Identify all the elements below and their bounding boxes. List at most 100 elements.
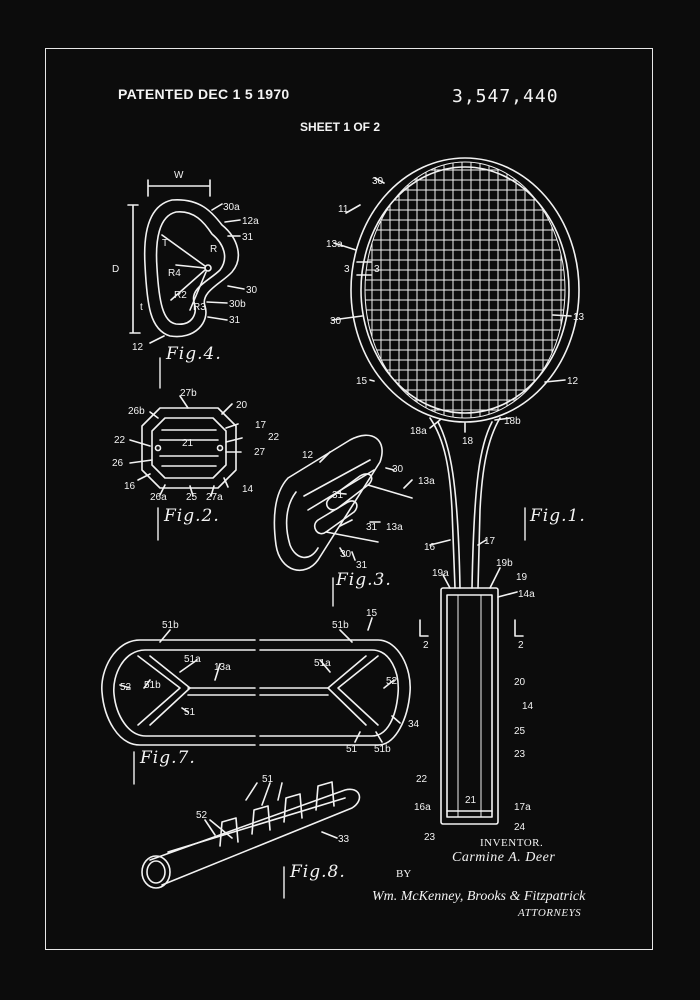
ref-fig1-16a: 16a — [414, 802, 431, 813]
ref-fig7-51b-b: 51b — [144, 680, 161, 691]
patent-number: 3,547,440 — [452, 86, 559, 107]
ref-fig7-51a-b: 51a — [314, 658, 331, 669]
ref-fig1-18: 18 — [462, 436, 474, 447]
fig3-body — [273, 434, 383, 571]
racket-strings — [365, 162, 565, 418]
fig8-strip — [141, 781, 361, 889]
ref-fig1-20: 20 — [514, 677, 526, 688]
ref-fig7-51b-d: 51b — [374, 744, 391, 755]
ref-fig2-17: 17 — [255, 420, 267, 431]
ref-fig3-30a: 30 — [392, 464, 404, 475]
ref-fig2-20: 20 — [236, 400, 248, 411]
ref-fig2-21: 21 — [182, 438, 194, 449]
racket-handle — [440, 587, 499, 825]
ref-fig4-t: t — [140, 302, 143, 313]
ref-fig1-25: 25 — [514, 726, 526, 737]
ref-fig3-30b: 30 — [340, 549, 352, 560]
ref-fig7-51a: 51 — [184, 707, 196, 718]
ref-fig1-23a: 23 — [514, 749, 526, 760]
ref-fig1-15: 15 — [356, 376, 368, 387]
ref-fig8-33: 33 — [338, 834, 350, 845]
ref-fig1-3a: 3 — [344, 264, 350, 275]
ref-fig2-27a: 27a — [206, 492, 223, 503]
fig8-label: Fig.8. — [290, 862, 346, 882]
ref-fig4-12: 12 — [132, 342, 144, 353]
ref-fig3-13a-bot: 13a — [386, 522, 403, 533]
fig1-label: Fig.1. — [530, 506, 586, 526]
ref-fig1-30a: 30 — [372, 176, 384, 187]
racket-head-outer — [350, 157, 580, 423]
ref-fig2-14: 14 — [242, 484, 254, 495]
ref-fig4-R2: R2 — [174, 290, 187, 301]
fig7-split-section — [101, 617, 411, 746]
ref-fig1-22: 22 — [416, 774, 428, 785]
racket-throat — [429, 417, 456, 589]
ref-fig2-27: 27 — [254, 447, 266, 458]
ref-fig3-13a-top: 13a — [418, 476, 435, 487]
ref-fig1-19a: 19a — [432, 568, 449, 579]
ref-fig7-51b-a: 51b — [162, 620, 179, 631]
ref-fig1-13: 13 — [573, 312, 585, 323]
fig2-section — [129, 395, 243, 497]
sheet-number: SHEET 1 OF 2 — [300, 120, 381, 134]
ref-fig1-3b: 3 — [374, 264, 380, 275]
ref-fig1-16: 16 — [424, 542, 436, 553]
ref-fig3-31b: 31 — [366, 522, 378, 533]
ref-fig4-R3: R3 — [193, 302, 206, 313]
ref-fig4-R4: R4 — [168, 268, 181, 279]
ref-fig1-23b: 23 — [424, 832, 436, 843]
ref-fig7-51b2: 51 — [346, 744, 358, 755]
border-frame — [45, 48, 653, 950]
ref-fig4-31a: 31 — [242, 232, 254, 243]
fig7-left-half — [101, 639, 256, 746]
inventor-name: Carmine A. Deer — [452, 850, 556, 865]
attorneys-label: ATTORNEYS — [518, 907, 582, 919]
ref-fig4-31b: 31 — [229, 315, 241, 326]
ref-fig7-15: 15 — [366, 608, 378, 619]
racket-head-inner — [360, 166, 570, 414]
ref-fig1-18b: 18b — [504, 416, 521, 427]
ref-fig4-30: 30 — [246, 285, 258, 296]
fig4-label: Fig.4. — [166, 344, 222, 364]
fig8-tube — [149, 788, 361, 886]
ref-fig1-17a: 17a — [514, 802, 531, 813]
ref-fig1-21: 21 — [465, 795, 477, 806]
fig1-racket-drawing — [331, 157, 580, 825]
figure-label-decorations — [133, 357, 526, 899]
ref-fig4-30b: 30b — [229, 299, 246, 310]
ref-fig7-51b-c: 51b — [332, 620, 349, 631]
ref-fig1-12: 12 — [567, 376, 579, 387]
ref-fig2-25: 25 — [186, 492, 198, 503]
patent-date: PATENTED DEC 1 5 1970 — [118, 86, 290, 102]
ref-fig1-14: 14 — [522, 701, 534, 712]
ref-fig8-52: 52 — [196, 810, 208, 821]
fig2-label: Fig.2. — [164, 506, 220, 526]
ref-fig2-22a: 22 — [114, 435, 126, 446]
ref-fig3-31c: 31 — [356, 560, 368, 571]
ref-fig4-T: T — [162, 238, 168, 249]
by-label: BY — [396, 868, 412, 880]
ref-fig2-16: 16 — [124, 481, 136, 492]
attorney-signature: Wm. McKenney, Brooks & Fitzpatrick — [372, 889, 586, 904]
fig3-perspective — [273, 434, 413, 571]
fig4-outer-profile — [143, 199, 240, 338]
ref-fig1-14a: 14a — [518, 589, 535, 600]
ref-fig2-22b: 22 — [268, 432, 280, 443]
ref-fig4-30a: 30a — [223, 202, 240, 213]
ref-fig3-31a: 31 — [332, 490, 344, 501]
fig7-right-half — [259, 639, 411, 746]
ref-fig2-26b: 26b — [128, 406, 145, 417]
fig4-cross-section — [127, 179, 245, 344]
ref-fig3-12: 12 — [302, 450, 314, 461]
ref-fig1-2a: 2 — [423, 640, 429, 651]
reference-numerals: W 30a 12a T R 31 D R4 30 R2 R3 30b t 31 … — [112, 170, 585, 845]
ref-fig1-30b: 30 — [330, 316, 342, 327]
ref-fig7-34: 34 — [408, 719, 420, 730]
ref-fig1-19b: 19b — [496, 558, 513, 569]
ref-fig8-51: 51 — [262, 774, 274, 785]
ref-fig7-13a: 13a — [214, 662, 231, 673]
ref-fig2-27b: 27b — [180, 388, 197, 399]
ref-fig1-2b: 2 — [518, 640, 524, 651]
ref-fig1-18a: 18a — [410, 426, 427, 437]
